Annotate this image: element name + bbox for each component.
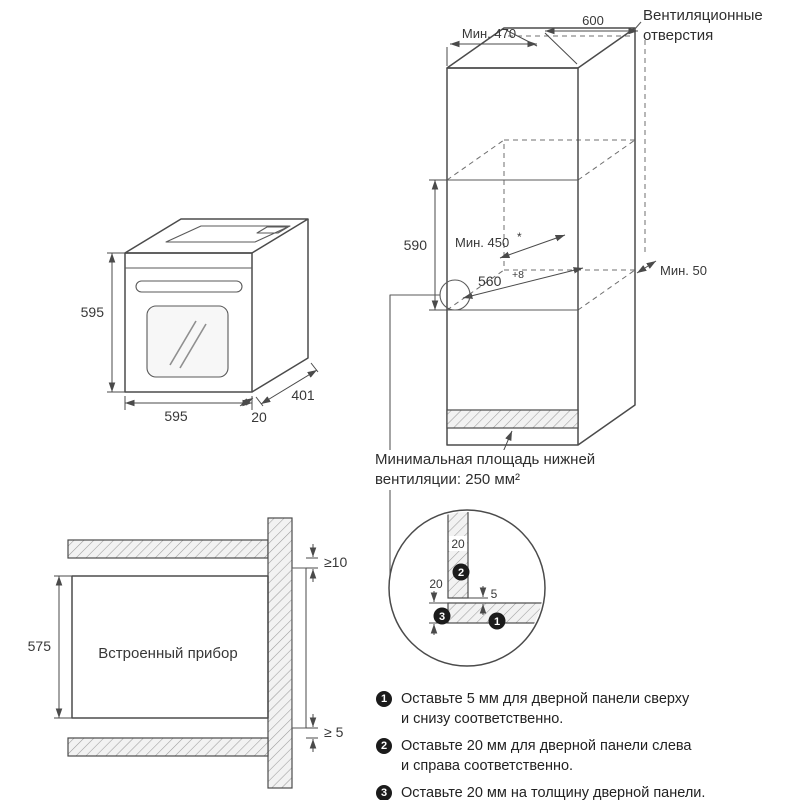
cabinet-dimensions: Мин. 470 600 590 Мин. 450 * 560 +8 Мин. …	[389, 13, 707, 588]
legend-text-1: Оставьте 5 мм для дверной панели сверху …	[401, 691, 690, 727]
dim-cabinet-depth-label: 600	[582, 13, 604, 28]
vent-note-arrow	[502, 430, 513, 453]
oven-top-vent	[256, 226, 289, 234]
dim-oven-depth-label: 401	[291, 387, 315, 403]
legend-item-1: 1 Оставьте 5 мм для дверной панели сверх…	[376, 690, 796, 729]
dim-rear-gap-label: Мин. 50	[660, 263, 707, 278]
detail-view: 20 20 5 2 3 1	[388, 509, 546, 667]
dim-detail-thickness-label: 20	[429, 577, 443, 591]
detail-leader-line	[389, 294, 440, 588]
cabinet-right-face	[577, 28, 636, 446]
bottom-vent-note: Минимальная площадь нижней вентиляции: 2…	[373, 450, 599, 490]
cabinet-hidden-lines	[446, 35, 646, 311]
bottom-vent-strip	[446, 409, 579, 429]
section-top-panel	[67, 539, 269, 559]
legend-badge-1: 1	[376, 691, 392, 707]
detail-badge-3	[433, 607, 451, 625]
detail-badge-2-num: 2	[458, 567, 464, 579]
section-door-panel	[291, 567, 307, 729]
detail-badge-1-num: 1	[494, 616, 500, 628]
built-in-appliance-box	[71, 575, 269, 719]
oven-top-recess	[165, 225, 291, 243]
detail-door-panel	[447, 512, 469, 599]
dim-section-height-label: 575	[28, 638, 52, 654]
dim-detail-gap-label: 5	[491, 587, 498, 601]
dim-niche-width-label: 560	[478, 273, 502, 289]
dim-oven-height-label: 595	[81, 304, 105, 320]
oven-handle	[135, 280, 243, 293]
dim-chip	[488, 587, 501, 599]
dim-bottom-clearance-label: ≥ 5	[324, 724, 344, 740]
section-drawing: Встроенный прибор 575 ≥10 ≥ 5	[28, 517, 347, 789]
oven-drawing	[124, 218, 309, 393]
dim-oven-overhang-label: 20	[251, 409, 267, 425]
detail-badge-2	[452, 563, 470, 581]
dim-niche-height-label: 590	[404, 237, 428, 253]
detail-content: 20 20 5 2 3 1	[429, 512, 543, 635]
window-shine-line	[169, 320, 197, 366]
detail-badge-3-num: 3	[439, 611, 445, 623]
dim-cabinet-top-min-label: Мин. 470	[462, 26, 516, 41]
oven-dimensions: 595 595 401 20	[81, 252, 319, 425]
detail-indicator-circle	[439, 279, 471, 311]
dim-top-clearance-label: ≥10	[324, 554, 347, 570]
dim-niche-width-tolerance-label: +8	[512, 269, 524, 281]
legend-item-3: 3 Оставьте 20 мм на толщину дверной пане…	[376, 784, 796, 800]
section-side-panel	[267, 517, 293, 789]
oven-top-face	[124, 218, 309, 254]
legend-badge-2: 2	[376, 738, 392, 755]
oven-door-window	[146, 305, 229, 378]
appliance-label: Встроенный прибор	[98, 645, 237, 662]
oven-front-face	[124, 252, 253, 393]
dim-chip	[449, 536, 467, 551]
legend-badge-3: 3	[376, 785, 392, 800]
dim-detail-side-label: 20	[451, 537, 465, 551]
vent-label-leader	[633, 21, 642, 31]
cabinet-front-face	[446, 67, 579, 446]
dim-niche-depth-star: *	[517, 230, 522, 244]
legend-text-2: Оставьте 20 мм для дверной панели слева …	[401, 738, 692, 774]
legend-item-2: 2 Оставьте 20 мм для дверной панели слев…	[376, 737, 796, 776]
oven-right-face	[251, 219, 309, 393]
window-shine-line	[179, 323, 207, 369]
vent-openings-label: Вентиляционные отверстия	[643, 7, 763, 44]
legend: 1 Оставьте 5 мм для дверной панели сверх…	[376, 690, 796, 800]
dim-niche-depth-label: Мин. 450	[455, 235, 509, 250]
detail-badge-1	[488, 612, 506, 630]
dim-oven-width-label: 595	[164, 408, 188, 424]
section-bottom-panel	[67, 737, 269, 757]
legend-text-3: Оставьте 20 мм на толщину дверной панели…	[401, 785, 706, 800]
